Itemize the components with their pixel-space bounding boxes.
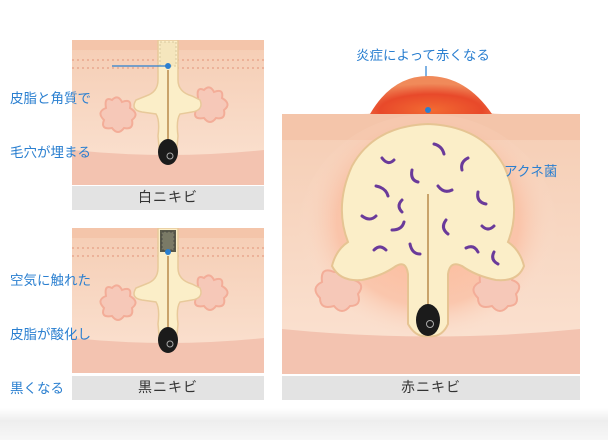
blackhead-note-line: 皮脂が酸化し: [10, 327, 91, 343]
blackhead-note-line: 黒くなる: [10, 381, 64, 397]
bacterium: [476, 190, 488, 206]
bacterium: [491, 250, 500, 266]
blackhead-note-line: 空気に触れた: [10, 273, 91, 289]
whitehead-note-line: 毛穴が埋まる: [10, 145, 91, 161]
whitehead-note: 皮脂と角質で 毛穴が埋まる: [10, 54, 91, 198]
label-pointer-dot: [165, 249, 171, 255]
red-acne-illustration: [282, 76, 580, 374]
blackhead-caption: 黒ニキビ: [72, 376, 264, 400]
bacterium: [390, 220, 406, 232]
sebaceous-gland-left: [99, 284, 137, 321]
bacterium: [464, 245, 480, 254]
blackhead-note: 空気に触れた 皮脂が酸化し 黒くなる: [10, 236, 91, 434]
bacterium: [374, 184, 390, 198]
bacterium: [380, 156, 396, 165]
dermis-layer: [282, 329, 580, 374]
bacteria-label: アクネ菌: [504, 164, 558, 180]
bacterium: [480, 224, 496, 231]
inflamed-bump: [370, 76, 492, 114]
sebaceous-gland-left: [99, 96, 137, 133]
bacterium: [360, 214, 378, 221]
blackhead-illustration: [72, 228, 264, 373]
bacterium: [408, 242, 422, 256]
reflection-floor: [0, 408, 608, 440]
hair-bulb: [416, 304, 440, 336]
whitehead-note-line: 皮脂と角質で: [10, 91, 91, 107]
hair-bulb: [158, 327, 178, 353]
bacterium: [460, 156, 470, 172]
bacterium: [436, 184, 454, 193]
bacterium: [432, 142, 446, 156]
whitehead-illustration: [72, 40, 264, 185]
label-pointer-dot: [425, 107, 431, 113]
bacterium: [441, 218, 450, 236]
bacterium: [397, 198, 404, 214]
bacterium: [372, 245, 388, 252]
bacterium: [410, 168, 420, 184]
dermis-layer: [72, 150, 264, 185]
dermis-layer: [72, 338, 264, 373]
hair-bulb: [158, 139, 178, 165]
red-acne-caption: 赤ニキビ: [282, 376, 580, 400]
inflammation-note: 炎症によって赤くなる: [356, 48, 490, 64]
label-pointer-dot: [165, 63, 171, 69]
whitehead-caption: 白ニキビ: [72, 186, 264, 210]
acne-bacteria: [360, 142, 500, 266]
